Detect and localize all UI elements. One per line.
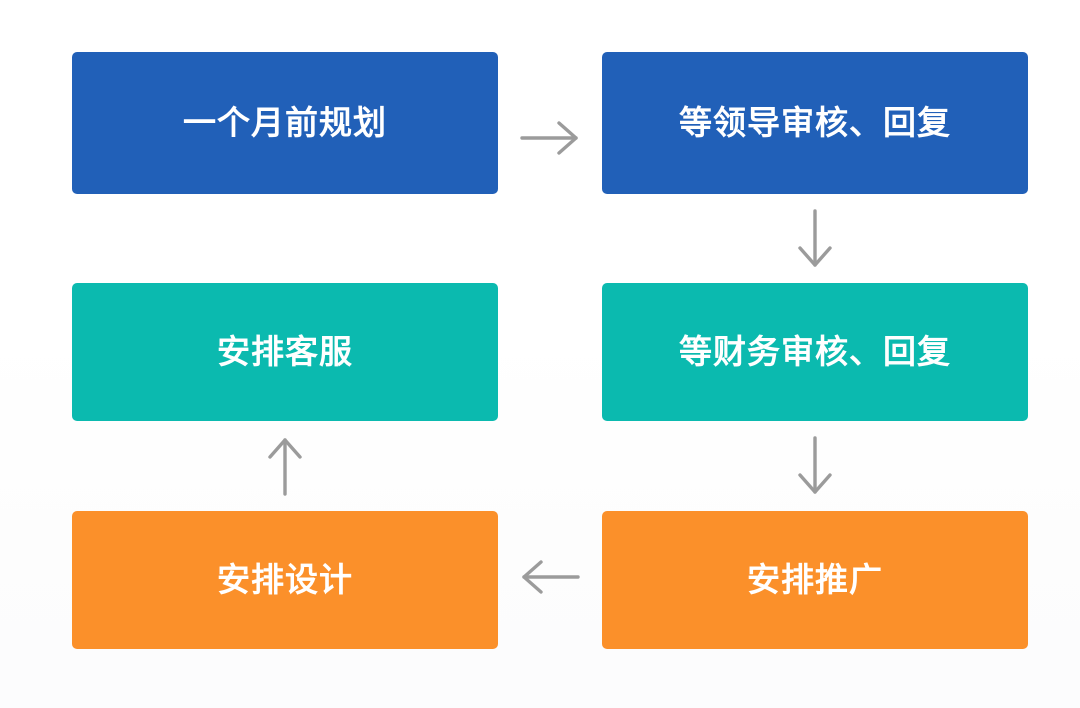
flow-node-label: 安排推广 [747, 561, 883, 599]
arrow-down-icon [787, 423, 843, 509]
arrow-right-icon [498, 110, 602, 166]
arrow-up-icon [257, 423, 313, 509]
flow-node-label: 等领导审核、回复 [679, 104, 951, 142]
flow-node-label: 一个月前规划 [183, 104, 387, 142]
flow-node-plan-month-ahead[interactable]: 一个月前规划 [72, 52, 498, 194]
arrow-left-icon [498, 549, 602, 605]
flow-node-wait-finance-review[interactable]: 等财务审核、回复 [602, 283, 1028, 421]
flow-node-label: 安排设计 [217, 561, 353, 599]
flow-node-arrange-promotion[interactable]: 安排推广 [602, 511, 1028, 649]
flow-node-arrange-design[interactable]: 安排设计 [72, 511, 498, 649]
flow-node-wait-leader-review[interactable]: 等领导审核、回复 [602, 52, 1028, 194]
flow-node-arrange-customer-service[interactable]: 安排客服 [72, 283, 498, 421]
flow-node-label: 安排客服 [217, 333, 353, 371]
flow-node-label: 等财务审核、回复 [679, 333, 951, 371]
arrow-down-icon [787, 196, 843, 282]
